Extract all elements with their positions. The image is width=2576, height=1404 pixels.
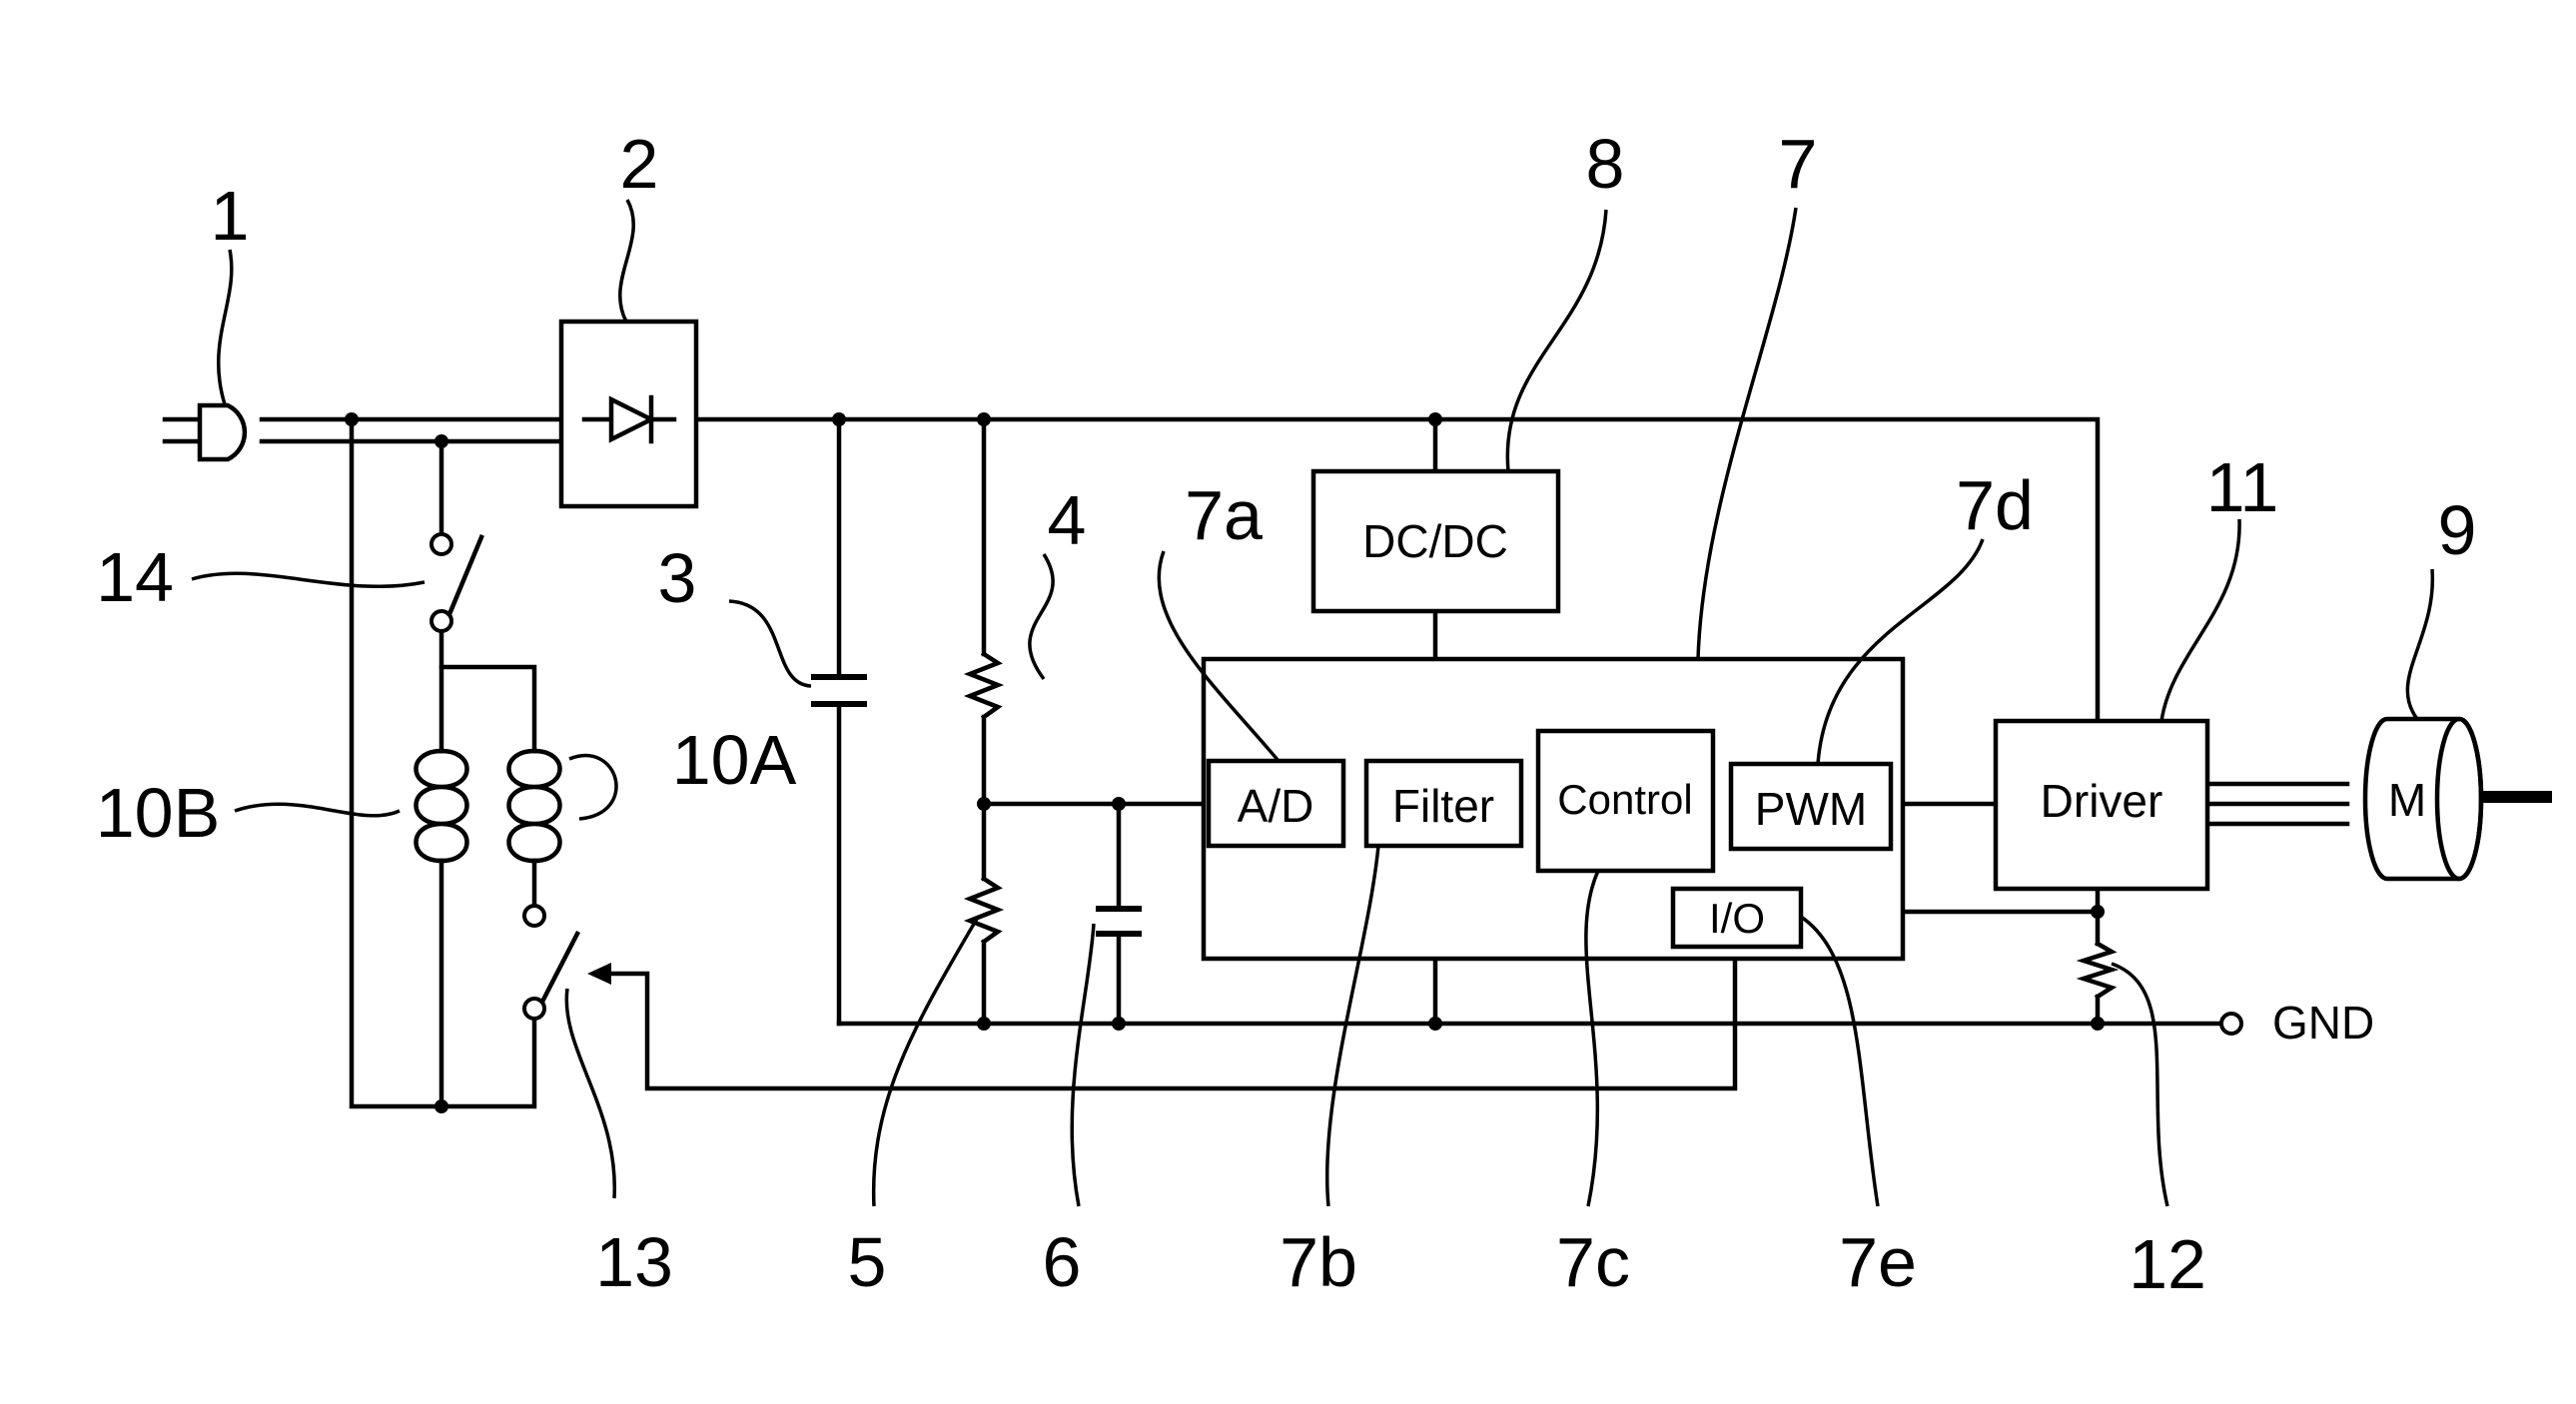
dcdc-block: DC/DC bbox=[1313, 471, 1558, 611]
ref-driver: 11 bbox=[2206, 448, 2279, 526]
controller-block: A/D Filter Control PWM I/O bbox=[1204, 659, 1903, 959]
ref-shunt: 12 bbox=[2129, 1225, 2206, 1303]
ref-ad: 7a bbox=[1185, 476, 1263, 554]
control-label: Control bbox=[1557, 776, 1692, 823]
ref-relay-switch: 13 bbox=[595, 1223, 673, 1301]
ref-dcdc: 8 bbox=[1586, 125, 1625, 203]
ref-capacitor-filter: 6 bbox=[1043, 1223, 1082, 1301]
ref-power-switch: 14 bbox=[96, 538, 174, 616]
ref-coil-a: 10A bbox=[672, 721, 797, 799]
driver-label: Driver bbox=[2041, 775, 2163, 827]
ground-terminal-icon bbox=[2221, 1014, 2241, 1034]
ref-io: 7e bbox=[1839, 1223, 1917, 1301]
coil-10b-icon bbox=[417, 751, 467, 861]
shunt-resistor-12-icon bbox=[2084, 944, 2112, 997]
ref-plug: 1 bbox=[211, 177, 250, 255]
rectifier-block bbox=[561, 322, 696, 506]
io-block: I/O bbox=[1673, 889, 1801, 947]
ref-capacitor-main: 3 bbox=[658, 539, 697, 617]
capacitor-3-icon bbox=[811, 677, 867, 704]
control-block: Control bbox=[1538, 731, 1713, 871]
ref-filter: 7b bbox=[1280, 1223, 1357, 1301]
power-switch-14 bbox=[431, 534, 481, 631]
ad-converter-block: A/D bbox=[1209, 761, 1343, 846]
relay-switch-13 bbox=[524, 906, 577, 1019]
power-plug-icon bbox=[165, 405, 245, 459]
filter-label: Filter bbox=[1392, 780, 1494, 832]
ref-rectifier: 2 bbox=[620, 125, 659, 203]
ref-coil-b: 10B bbox=[96, 774, 221, 852]
dcdc-label: DC/DC bbox=[1362, 515, 1508, 567]
driver-block: Driver bbox=[1996, 721, 2207, 889]
ref-controller: 7 bbox=[1779, 125, 1818, 203]
control-arrow-icon bbox=[587, 963, 611, 985]
coil-10a-icon bbox=[509, 751, 560, 861]
ad-label: A/D bbox=[1238, 780, 1314, 832]
motor-icon: M bbox=[2365, 719, 2481, 879]
ref-control: 7c bbox=[1556, 1223, 1630, 1301]
pwm-block: PWM bbox=[1731, 764, 1891, 849]
resistor-5-icon bbox=[970, 879, 998, 942]
motor-label: M bbox=[2388, 774, 2426, 826]
ref-resistor-upper: 4 bbox=[1048, 481, 1087, 559]
pwm-label: PWM bbox=[1755, 783, 1867, 835]
filter-block: Filter bbox=[1366, 761, 1521, 846]
resistor-4-icon bbox=[970, 654, 998, 717]
io-label: I/O bbox=[1709, 895, 1765, 942]
ref-motor: 9 bbox=[2438, 491, 2477, 569]
ref-pwm: 7d bbox=[1956, 466, 2034, 544]
ref-resistor-lower: 5 bbox=[848, 1223, 887, 1301]
capacitor-6-icon bbox=[1096, 909, 1142, 934]
ground-label: GND bbox=[2272, 997, 2374, 1049]
